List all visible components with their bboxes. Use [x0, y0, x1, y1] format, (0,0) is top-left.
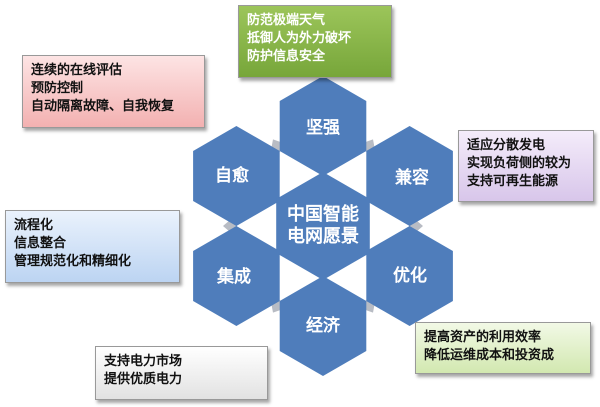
- hex-compatible: [366, 126, 453, 226]
- box-text: 信息整合: [14, 236, 67, 251]
- box-text: 抵御人为外力破坏: [247, 31, 352, 46]
- hex-selfheal: [193, 126, 280, 226]
- hex-label-economic: 经济: [306, 316, 340, 336]
- hex-label-optimize: 优化: [393, 266, 427, 286]
- box-top: 防范极端天气 抵御人为外力破坏 防护信息安全: [238, 5, 392, 78]
- hex-label-integrate: 集成: [217, 267, 251, 287]
- center-line1: 中国智能: [287, 204, 359, 225]
- box-text: 提供优质电力: [104, 372, 183, 387]
- hex-integrate: [193, 226, 280, 326]
- hex-optimize: [366, 226, 453, 326]
- box-text: 管理规范化和精细化: [14, 254, 132, 269]
- box-bottom-right: 提高资产的利用效率 降低运维成本和投资成: [415, 322, 591, 374]
- box-text: 支持电力市场: [104, 354, 183, 369]
- center-title: 中国智能 电网愿景: [287, 204, 359, 248]
- hex-label-compatible: 兼容: [395, 168, 429, 188]
- box-text: 防护信息安全: [247, 49, 326, 64]
- box-text: 防范极端天气: [247, 13, 326, 28]
- box-left: 流程化 信息整合 管理规范化和精细化: [5, 210, 180, 283]
- center-line2: 电网愿景: [287, 226, 359, 247]
- box-text: 实现负荷侧的较为: [467, 156, 572, 171]
- box-text: 自动隔离故障、自我恢复: [31, 99, 175, 114]
- hex-center: [276, 172, 370, 280]
- box-text: 预防控制: [31, 81, 84, 96]
- hex-economic: [279, 276, 367, 376]
- box-text: 提高资产的利用效率: [424, 330, 542, 345]
- box-right: 适应分散发电 实现负荷侧的较为 支持可再生能源: [458, 130, 594, 202]
- hex-label-selfheal: 自愈: [215, 166, 249, 186]
- box-text: 连续的在线评估: [31, 63, 123, 78]
- hex-strong: [279, 76, 367, 176]
- box-text: 适应分散发电: [467, 138, 546, 153]
- box-text: 流程化: [14, 218, 54, 233]
- box-top-left: 连续的在线评估 预防控制 自动隔离故障、自我恢复: [22, 55, 205, 128]
- box-text: 降低运维成本和投资成: [424, 348, 555, 363]
- box-bottom-left: 支持电力市场 提供优质电力: [95, 346, 268, 400]
- box-text: 支持可再生能源: [467, 174, 559, 189]
- hex-label-strong: 坚强: [306, 118, 340, 138]
